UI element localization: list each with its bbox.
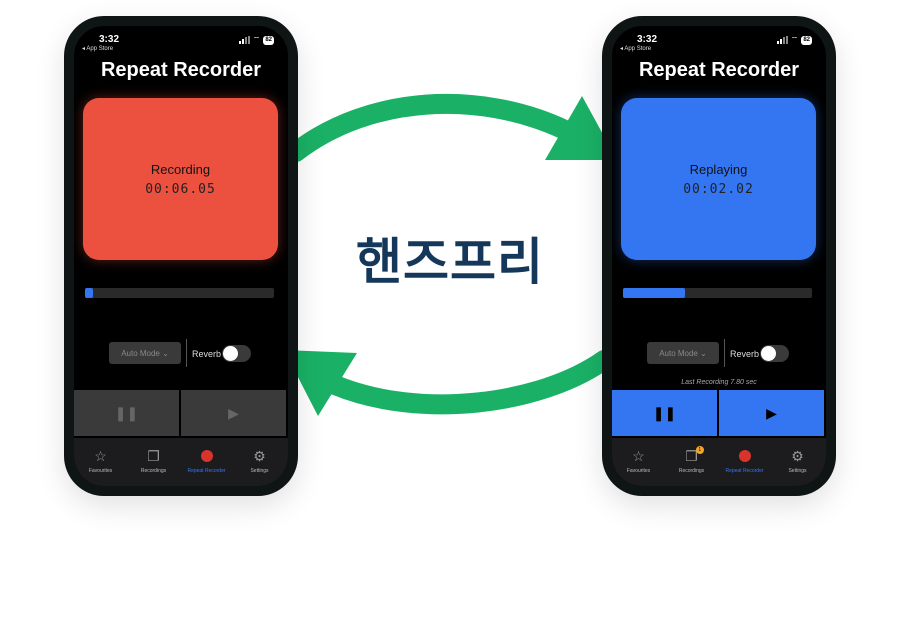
arrow-bottom-icon [325, 350, 614, 415]
play-icon: ▶ [228, 404, 239, 421]
wifi-icon: ⌔ [252, 35, 261, 44]
star-icon: ☆ [94, 448, 107, 464]
timer: 00:06.05 [145, 182, 216, 197]
progress-fill [85, 288, 93, 298]
gear-icon: ⚙ [791, 448, 804, 464]
record-pad[interactable]: Recording 00:06.05 [83, 98, 278, 260]
documents-icon: ❐ [147, 448, 160, 464]
auto-mode-dropdown[interactable]: Auto Mode ⌄ [647, 342, 719, 364]
play-icon: ▶ [766, 404, 777, 421]
signal-icon [776, 36, 788, 44]
play-button[interactable]: ▶ [719, 390, 824, 436]
tab-favourites[interactable]: ☆ Favourites [626, 448, 651, 474]
pause-icon: ❚❚ [114, 404, 139, 421]
record-dot-icon [200, 450, 213, 462]
record-dot-icon [738, 450, 751, 462]
divider [186, 339, 187, 367]
play-button[interactable]: ▶ [181, 390, 286, 436]
back-to-app-store-link[interactable]: ◂ App Store [620, 46, 652, 52]
pause-button[interactable]: ❚❚ [74, 390, 179, 436]
tab-repeat-recorder[interactable]: Repeat Recorder [718, 448, 771, 474]
tab-bar: ☆ Favourites ❐1 Recordings Repeat Record… [612, 438, 826, 486]
wifi-icon: ⌔ [790, 35, 799, 44]
phone-replaying: 3:32 ◂ App Store ⌔ 82 Repeat Recorder Re… [602, 16, 836, 496]
state-label: Recording [150, 162, 211, 177]
tab-bar: ☆ Favourites ❐ Recordings Repeat Recorde… [74, 438, 288, 486]
phone-screen: 3:32 ◂ App Store ⌔ 82 Repeat Recorder Re… [612, 26, 826, 486]
arrow-top-head-icon [545, 96, 617, 160]
last-recording-text: Last Recording 7.80 sec [681, 379, 757, 386]
divider [724, 339, 725, 367]
auto-mode-dropdown[interactable]: Auto Mode ⌄ [109, 342, 181, 364]
timer: 00:02.02 [683, 182, 754, 197]
status-time: 3:32 [99, 34, 120, 45]
tab-settings[interactable]: ⚙ Settings [250, 448, 269, 474]
headline: 핸즈프리 [356, 233, 544, 291]
app-title: Repeat Recorder [100, 59, 262, 81]
gear-icon: ⚙ [253, 448, 266, 464]
status-bar: 3:32 ◂ App Store ⌔ 82 [74, 32, 288, 52]
pause-icon: ❚❚ [652, 404, 677, 421]
battery-icon: 82 [801, 35, 812, 45]
tab-settings[interactable]: ⚙ Settings [788, 448, 807, 474]
recordings-badge: 1 [695, 446, 704, 454]
phone-recording: 3:32 ◂ App Store ⌔ 82 Repeat Recorder Re… [64, 16, 298, 496]
reverb-label: Reverb [730, 349, 760, 359]
tab-favourites[interactable]: ☆ Favourites [88, 448, 113, 474]
reverb-toggle[interactable] [760, 345, 789, 362]
progress-fill [623, 288, 685, 298]
documents-icon: ❐ [685, 448, 698, 464]
star-icon: ☆ [632, 448, 645, 464]
tab-repeat-recorder[interactable]: Repeat Recorder [180, 448, 233, 474]
progress-bar [85, 288, 274, 298]
tab-recordings[interactable]: ❐ Recordings [140, 448, 167, 474]
progress-bar [623, 288, 812, 298]
back-to-app-store-link[interactable]: ◂ App Store [82, 46, 114, 52]
replay-pad[interactable]: Replaying 00:02.02 [621, 98, 816, 260]
app-title: Repeat Recorder [638, 59, 800, 81]
arrow-top-icon [286, 93, 575, 162]
status-time: 3:32 [637, 34, 658, 45]
tab-recordings[interactable]: ❐1 Recordings [678, 446, 705, 474]
arrow-bottom-head-icon [284, 350, 357, 416]
reverb-toggle[interactable] [222, 345, 251, 362]
pause-button[interactable]: ❚❚ [612, 390, 717, 436]
signal-icon [238, 36, 250, 44]
phone-screen: 3:32 ◂ App Store ⌔ 82 Repeat Recorder Re… [74, 26, 288, 486]
battery-icon: 82 [263, 35, 274, 45]
status-bar: 3:32 ◂ App Store ⌔ 82 [612, 32, 826, 52]
reverb-label: Reverb [192, 349, 222, 359]
state-label: Replaying [689, 162, 748, 177]
